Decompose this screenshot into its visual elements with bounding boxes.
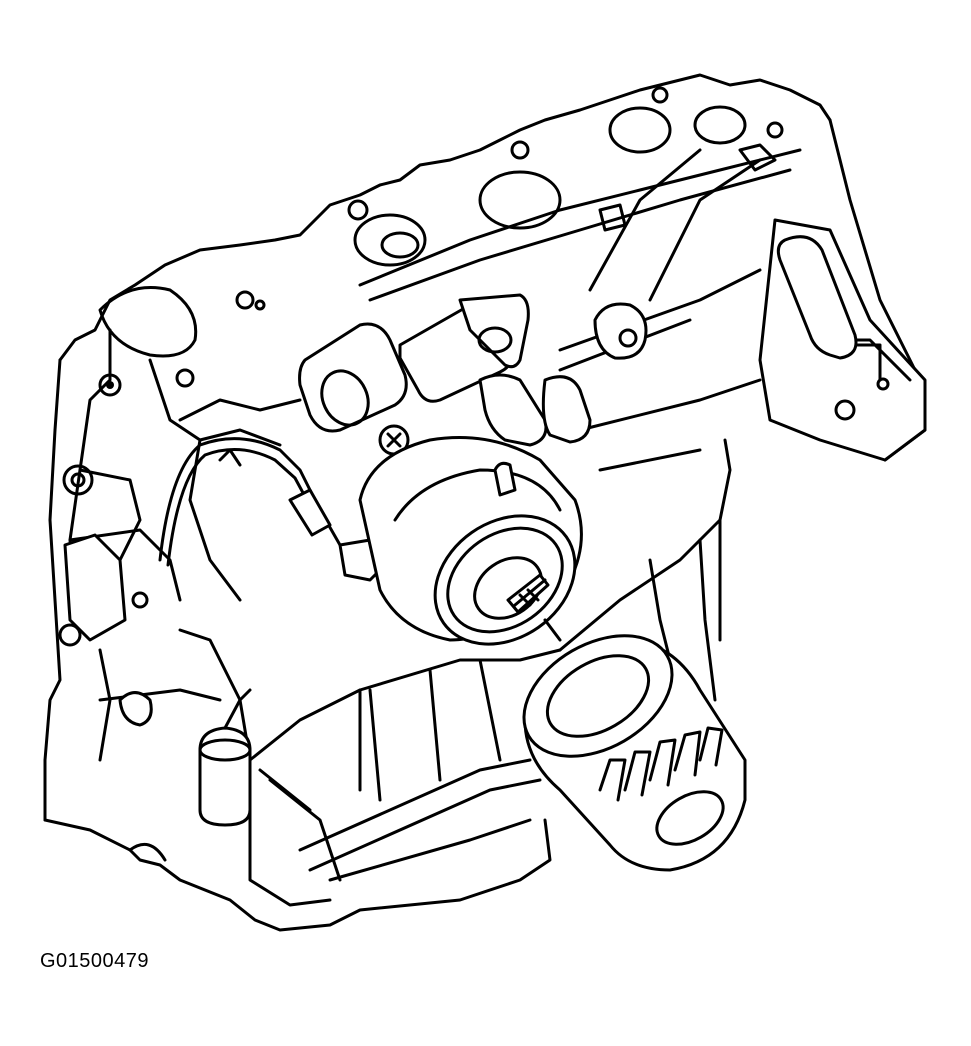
figure-id-label: G01500479 bbox=[40, 950, 150, 972]
engine-block bbox=[43, 73, 927, 932]
oil-pressure-sensor bbox=[198, 688, 252, 827]
timing-cover-area bbox=[58, 286, 302, 762]
oil-filter bbox=[522, 618, 747, 872]
oil-filter-adapter bbox=[298, 293, 592, 646]
